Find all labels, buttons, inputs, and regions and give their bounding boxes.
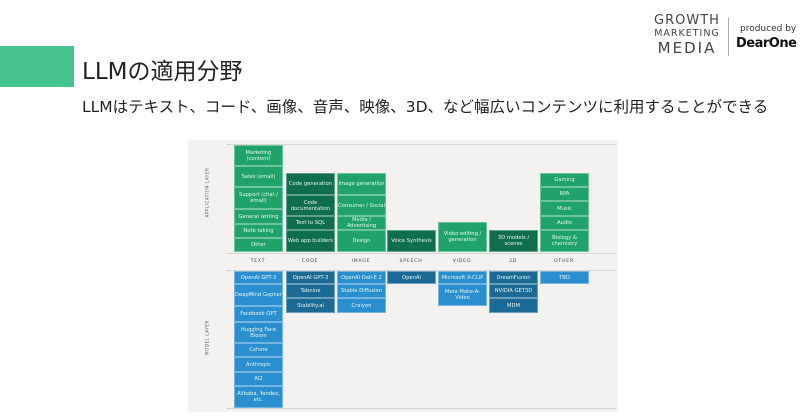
diagram-top-rule: [226, 144, 616, 145]
model-layer-label: MODEL LAYER: [204, 320, 210, 355]
application-cell: Music: [540, 201, 589, 216]
application-cell: Media / Advertising: [337, 216, 386, 230]
application-cell: Sales (email): [234, 166, 283, 187]
model-cell: OpenAI GPT-3: [286, 271, 335, 284]
model-cell: Craiyon: [337, 298, 386, 313]
application-cell: 3D models / scenes: [489, 230, 538, 252]
application-cell: Gaming: [540, 173, 589, 187]
model-cell: Hugging Face Bloom: [234, 322, 283, 343]
column-label-video: VIDEO: [452, 259, 472, 264]
application-cell: Other: [234, 238, 283, 252]
column-label-code: CODE: [301, 259, 319, 264]
application-cell: General writing: [234, 209, 283, 224]
column-label-3d: 3D: [508, 259, 518, 264]
column-label-text: TEXT: [250, 259, 266, 264]
model-cell: TBD: [540, 271, 589, 284]
title-accent-bar: [0, 46, 74, 87]
model-topline: [226, 270, 616, 271]
column-label-speech: SPEECH: [399, 259, 423, 264]
application-cell: Video editing / generation: [438, 222, 487, 252]
model-cell: DeepMind Gopher: [234, 284, 283, 306]
column-label-other: OTHER: [554, 259, 574, 264]
application-cell: Voice Synthesis: [387, 230, 436, 252]
application-cell: Design: [337, 230, 386, 252]
model-cell: Cohere: [234, 343, 283, 357]
model-cell: AI2: [234, 372, 283, 386]
model-cell: Stable Diffusion: [337, 284, 386, 298]
diagram-bottom-rule: [226, 408, 616, 409]
application-cell: Audio: [540, 216, 589, 230]
application-baseline: [226, 253, 616, 254]
application-cell: Biology & chemistry: [540, 230, 589, 252]
produced-by-label: produced by: [740, 24, 797, 34]
application-cell: Consumer / Social: [337, 195, 386, 216]
model-cell: Microsoft X-CLIP: [438, 271, 487, 284]
application-cell: Image generation: [337, 173, 386, 195]
application-cell: Code documentation: [286, 195, 335, 216]
application-cell: Note taking: [234, 224, 283, 238]
llm-application-diagram: APPLICATION LAYER MODEL LAYER Marketing …: [188, 140, 618, 412]
logo-line2: MARKETING: [654, 28, 720, 39]
application-cell: Text to SQL: [286, 216, 335, 230]
growth-marketing-media-logo: GROWTH MARKETING MEDIA: [652, 14, 722, 56]
application-cell: Support (chat / email): [234, 187, 283, 209]
dearone-logo: DearOne: [736, 36, 797, 51]
model-cell: MDM: [489, 298, 538, 313]
application-layer-label: APPLICATION LAYER: [204, 167, 210, 218]
application-cell: Web app builders: [286, 230, 335, 252]
model-cell: Stability.ai: [286, 298, 335, 313]
column-label-image: IMAGE: [351, 259, 371, 264]
model-cell: Facebook OPT: [234, 306, 283, 322]
model-cell: OpenAI GPT-3: [234, 271, 283, 284]
application-cell: Code generation: [286, 173, 335, 195]
model-cell: Meta Make-A-Video: [438, 284, 487, 306]
logo-line1: GROWTH: [654, 13, 720, 28]
model-cell: OpenAI: [387, 271, 436, 284]
application-cell: Marketing (content): [234, 145, 283, 166]
logo-line3: MEDIA: [657, 39, 717, 57]
model-cell: Anthropic: [234, 357, 283, 372]
page-subtitle: LLMはテキスト、コード、画像、音声、映像、3D、など幅広いコンテンツに利用する…: [82, 98, 769, 116]
model-cell: Tabnine: [286, 284, 335, 298]
logo-divider: [728, 18, 729, 56]
application-cell: RPA: [540, 187, 589, 201]
model-cell: DreamFusion: [489, 271, 538, 284]
model-cell: OpenAI Dall-E 2: [337, 271, 386, 284]
model-cell: Alibaba, Yandex, etc.: [234, 386, 283, 408]
model-cell: NVIDIA GET3D: [489, 284, 538, 298]
page-title: LLMの適用分野: [82, 59, 243, 85]
